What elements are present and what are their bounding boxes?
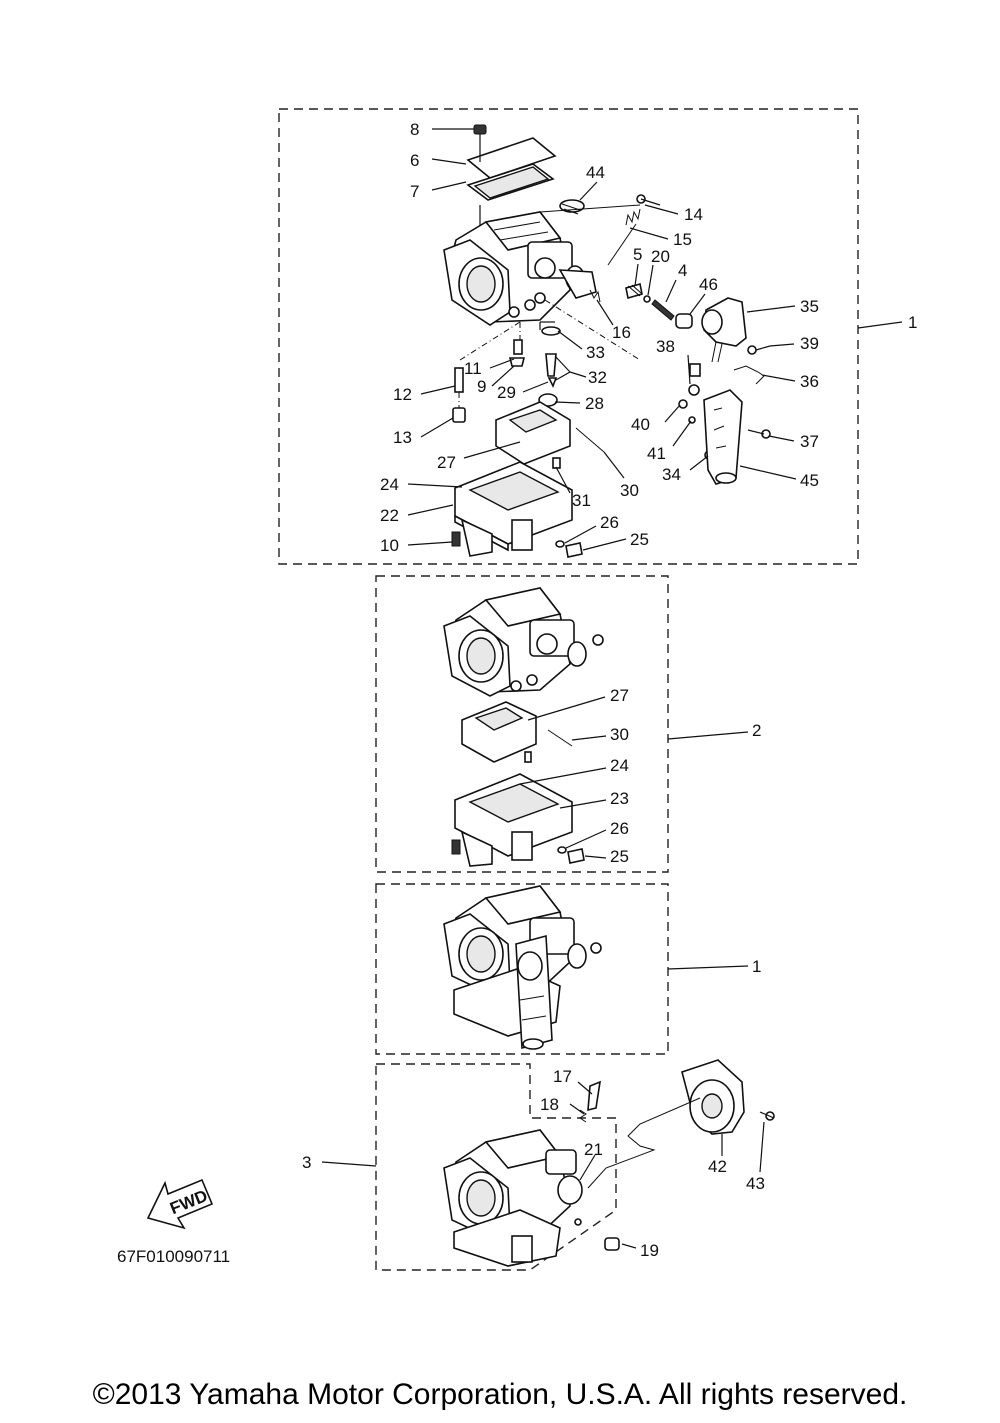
part-label: 15 bbox=[673, 230, 692, 249]
part-label: 10 bbox=[380, 536, 399, 555]
assembly-box-4 bbox=[375, 1063, 617, 1271]
part-label: 45 bbox=[800, 471, 819, 490]
labels-group-1: 8 6 7 44 14 15 5 20 4 46 35 1 16 33 11 9… bbox=[380, 120, 917, 555]
assembly-box-2 bbox=[375, 575, 669, 873]
throttle-sensor-assembly bbox=[678, 297, 771, 485]
part-label: 27 bbox=[437, 453, 456, 472]
part-label: 19 bbox=[640, 1241, 659, 1260]
part-label: 24 bbox=[610, 756, 629, 775]
choke-diaphragm-assembly bbox=[579, 1059, 775, 1189]
part-label: 26 bbox=[610, 819, 629, 838]
float-and-bowl-2 bbox=[451, 701, 585, 867]
part-label: 16 bbox=[612, 323, 631, 342]
copyright-notice: ©2013 Yamaha Motor Corporation, U.S.A. A… bbox=[92, 1378, 908, 1411]
leader-lines-4 bbox=[321, 1081, 765, 1249]
part-label: 43 bbox=[746, 1174, 765, 1193]
part-label: 21 bbox=[584, 1140, 603, 1159]
part-label: 28 bbox=[585, 394, 604, 413]
part-label: 26 bbox=[600, 513, 619, 532]
assembly-box-1 bbox=[278, 108, 859, 565]
part-label: 24 bbox=[380, 475, 399, 494]
diagram-code: 67F010090711 bbox=[117, 1247, 230, 1266]
carburetor-body-1 bbox=[443, 204, 641, 326]
part-label: 36 bbox=[800, 372, 819, 391]
part-label: 14 bbox=[684, 205, 703, 224]
leader-lines-2 bbox=[519, 696, 749, 859]
part-label: 1 bbox=[752, 957, 761, 976]
jets-and-needle bbox=[452, 321, 561, 423]
part-label: 18 bbox=[540, 1095, 559, 1114]
part-label: 20 bbox=[651, 247, 670, 266]
part-label: 39 bbox=[800, 334, 819, 353]
fwd-arrow-icon: FWD bbox=[146, 1178, 214, 1230]
part-label: 17 bbox=[553, 1067, 572, 1086]
part-label: 25 bbox=[610, 847, 629, 866]
part-label: 25 bbox=[630, 530, 649, 549]
part-label: 32 bbox=[588, 368, 607, 387]
part-label: 11 bbox=[464, 359, 482, 378]
part-label: 13 bbox=[393, 428, 412, 447]
part-label: 3 bbox=[302, 1153, 311, 1172]
part-label: 35 bbox=[800, 297, 819, 316]
part-label: 23 bbox=[610, 789, 629, 808]
part-label: 4 bbox=[678, 261, 687, 280]
leader-lines-1 bbox=[407, 128, 903, 551]
part-label: 33 bbox=[586, 343, 605, 362]
part-label: 34 bbox=[662, 465, 681, 484]
part-label: 38 bbox=[656, 337, 675, 356]
part-label: 22 bbox=[380, 506, 399, 525]
part-label: 9 bbox=[477, 377, 486, 396]
part-label: 12 bbox=[393, 385, 412, 404]
part-label: 31 bbox=[572, 491, 591, 510]
part-label: 30 bbox=[620, 481, 639, 500]
labels-group-4: 17 18 21 3 42 43 19 bbox=[302, 1067, 765, 1260]
part-label: 7 bbox=[410, 182, 419, 201]
part-label: 29 bbox=[497, 383, 516, 402]
part-label: 1 bbox=[908, 313, 917, 332]
part-label: 37 bbox=[800, 432, 819, 451]
screws-springs-right bbox=[544, 194, 693, 361]
carburetor-body-2 bbox=[443, 587, 604, 697]
leader-line bbox=[667, 965, 749, 970]
part-label: 8 bbox=[410, 120, 419, 139]
float-and-bowl-1 bbox=[451, 401, 605, 558]
part-label: 5 bbox=[633, 245, 642, 264]
part-label: 30 bbox=[610, 725, 629, 744]
cover-parts bbox=[466, 124, 585, 225]
part-label: 46 bbox=[699, 275, 718, 294]
part-label: 42 bbox=[708, 1157, 727, 1176]
carburetor-body-4 bbox=[443, 1129, 620, 1267]
part-label: 27 bbox=[610, 686, 629, 705]
part-label: 2 bbox=[752, 721, 761, 740]
part-label: 6 bbox=[410, 151, 419, 170]
labels-group-2: 27 30 2 24 23 26 25 bbox=[610, 686, 761, 866]
part-label: 44 bbox=[586, 163, 605, 182]
carburetor-assembly-3 bbox=[443, 885, 602, 1050]
part-label: 40 bbox=[631, 415, 650, 434]
part-label: 41 bbox=[647, 444, 666, 463]
